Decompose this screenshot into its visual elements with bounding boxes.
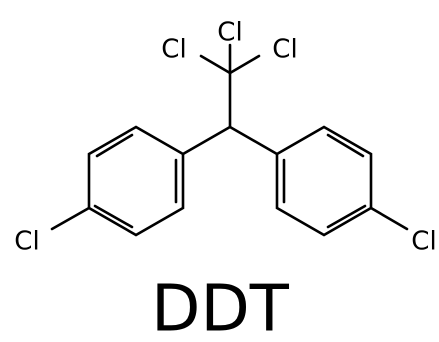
bond-ch-right-ring xyxy=(228,125,279,156)
atom-label-cl-top: Cl xyxy=(217,18,242,48)
molecule-name-caption: DDT xyxy=(151,273,290,342)
bond-left-ring-cl xyxy=(50,206,91,231)
left-phenyl-ring: Cl xyxy=(14,125,185,257)
trichloromethyl-group: Cl Cl Cl xyxy=(161,18,298,129)
right-ring-double-bond-3 xyxy=(326,133,365,158)
bond-ch-left-ring xyxy=(181,125,232,156)
bond-c-cl-upper-right xyxy=(228,54,261,75)
atom-label-cl-right: Cl xyxy=(411,227,436,257)
atom-label-cl-upper-right: Cl xyxy=(272,35,297,65)
right-ring-double-bond-2 xyxy=(326,204,367,229)
bond-c-cl-upper-left xyxy=(199,54,232,75)
atom-label-cl-left: Cl xyxy=(14,227,39,257)
atom-label-cl-upper-left: Cl xyxy=(161,35,186,65)
left-ring-double-bond-3 xyxy=(95,133,134,158)
left-ring-outline xyxy=(87,125,185,237)
right-phenyl-ring: Cl xyxy=(275,125,437,257)
bond-right-ring-cl xyxy=(369,206,409,231)
right-ring-outline xyxy=(275,125,373,237)
central-carbon-bonds xyxy=(181,125,279,156)
left-ring-double-bond-2 xyxy=(93,204,134,229)
